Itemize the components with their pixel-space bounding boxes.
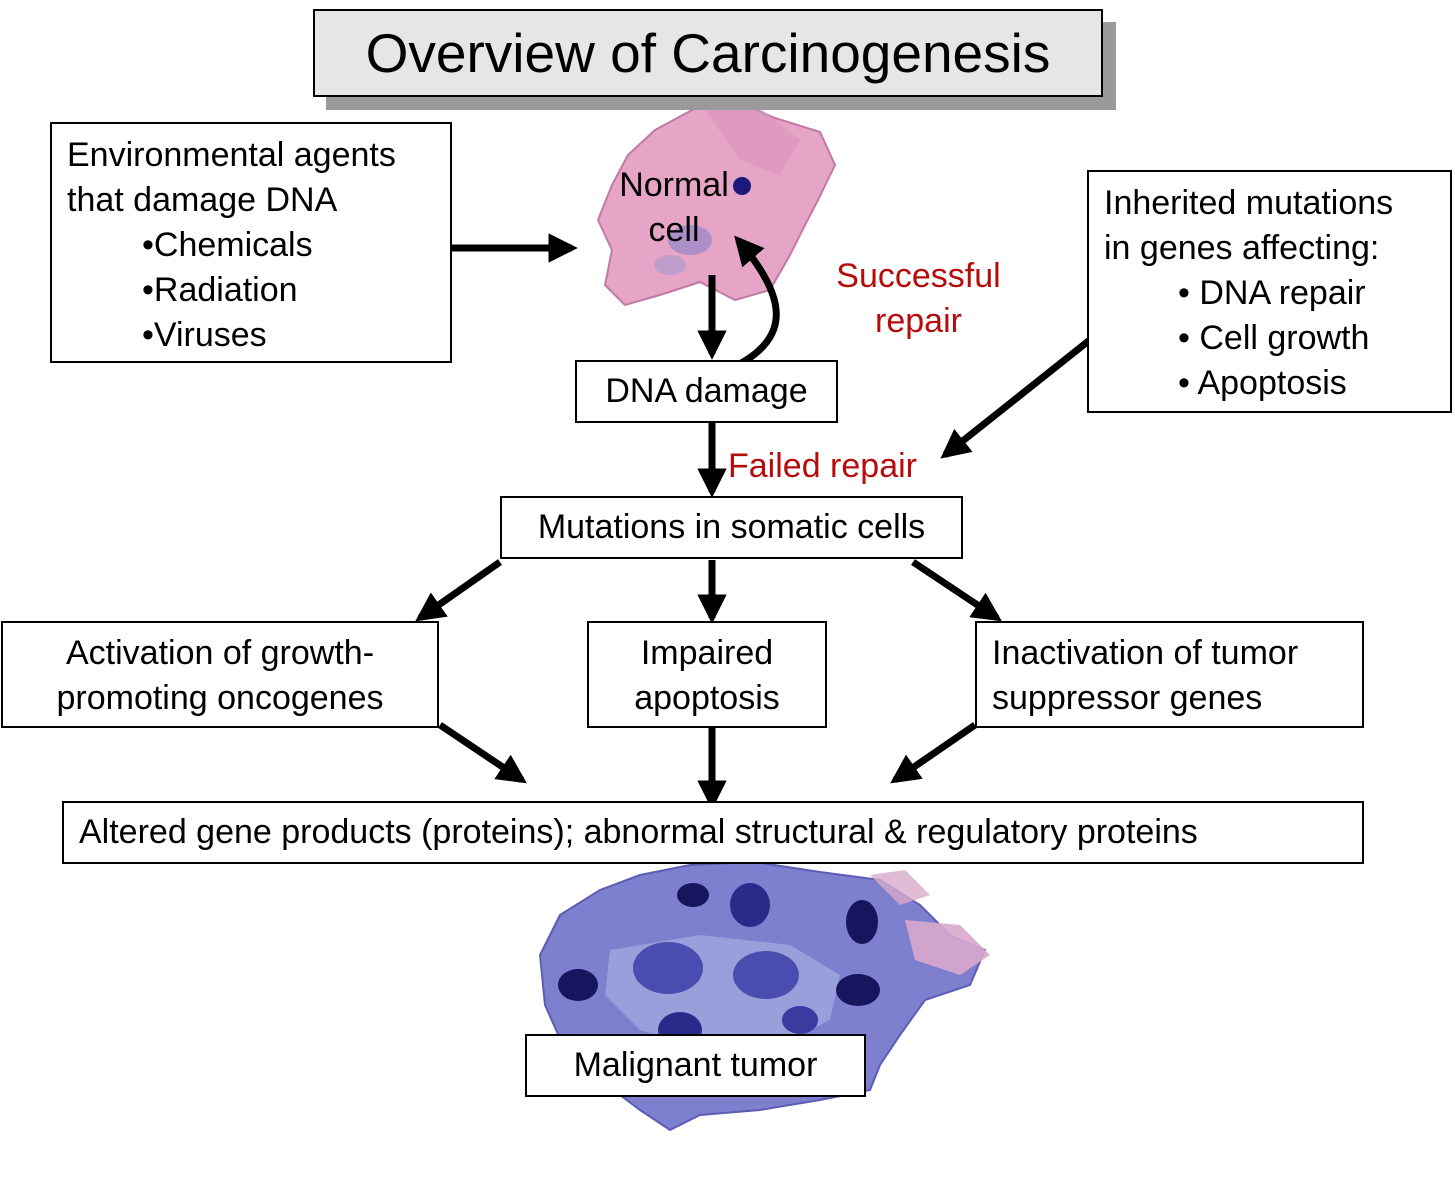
environmental-agents-box: Environmental agents that damage DNA •Ch… — [50, 122, 452, 363]
normal-cell-label-line-2: cell — [648, 211, 700, 249]
flow-arrows — [400, 233, 1128, 810]
oncogenes-line-1: Activation of growth- — [65, 634, 375, 672]
arrow-suppressor-to-products — [890, 722, 977, 784]
inherited-item-dna-repair: • DNA repair — [1178, 274, 1366, 312]
impaired-apoptosis-box: Impaired apoptosis — [587, 621, 827, 728]
inherited-heading-line-1: Inherited mutations — [1104, 184, 1394, 222]
inherited-heading-line-2: in genes affecting: — [1104, 229, 1380, 267]
environmental-item-radiation: •Radiation — [142, 271, 298, 309]
failed-repair-label: Failed repair — [728, 447, 917, 485]
inherited-item-cell-growth: • Cell growth — [1178, 319, 1370, 357]
tumor-suppressor-box: Inactivation of tumor suppressor genes — [975, 621, 1364, 728]
oncogenes-box: Activation of growth- promoting oncogene… — [1, 621, 439, 728]
successful-repair-line-2: repair — [875, 302, 962, 340]
dna-damage-box: DNA damage — [575, 360, 838, 423]
successful-repair-line-1: Successful — [836, 257, 1001, 295]
malignant-tumor-box: Malignant tumor — [525, 1034, 866, 1097]
arrow-mutations-to-oncogenes — [415, 559, 503, 622]
successful-repair-label: Successful repair — [826, 254, 1011, 344]
normal-cell-nucleus — [733, 177, 751, 195]
normal-cell-image — [596, 93, 837, 307]
inherited-item-apoptosis: • Apoptosis — [1178, 364, 1347, 402]
environmental-heading-line-1: Environmental agents — [67, 136, 396, 174]
altered-products-box: Altered gene products (proteins); abnorm… — [62, 801, 1364, 864]
environmental-item-viruses: •Viruses — [142, 316, 267, 354]
oncogenes-line-2: promoting oncogenes — [56, 679, 384, 717]
arrow-oncogenes-to-products — [438, 722, 527, 784]
normal-cell-label: Normal cell — [600, 163, 748, 253]
diagram-title: Overview of Carcinogenesis — [313, 9, 1103, 97]
normal-cell-label-line-1: Normal — [619, 166, 729, 204]
impaired-apoptosis-line-2: apoptosis — [634, 679, 780, 717]
tumor-suppressor-line-2: suppressor genes — [992, 679, 1263, 717]
inherited-mutations-box: Inherited mutations in genes affecting: … — [1087, 170, 1452, 413]
environmental-heading-line-2: that damage DNA — [67, 181, 338, 219]
mutations-label: Mutations in somatic cells — [537, 508, 926, 546]
arrow-successful-repair — [730, 235, 780, 372]
dna-damage-label: DNA damage — [605, 372, 808, 410]
altered-products-label: Altered gene products (proteins); abnorm… — [79, 813, 1198, 851]
malignant-tumor-label: Malignant tumor — [573, 1046, 818, 1084]
environmental-item-chemicals: •Chemicals — [142, 226, 313, 264]
arrow-mutations-to-suppressor — [911, 559, 1002, 622]
impaired-apoptosis-line-1: Impaired — [640, 634, 774, 672]
tumor-suppressor-line-1: Inactivation of tumor — [992, 634, 1299, 672]
mutations-box: Mutations in somatic cells — [500, 496, 963, 559]
